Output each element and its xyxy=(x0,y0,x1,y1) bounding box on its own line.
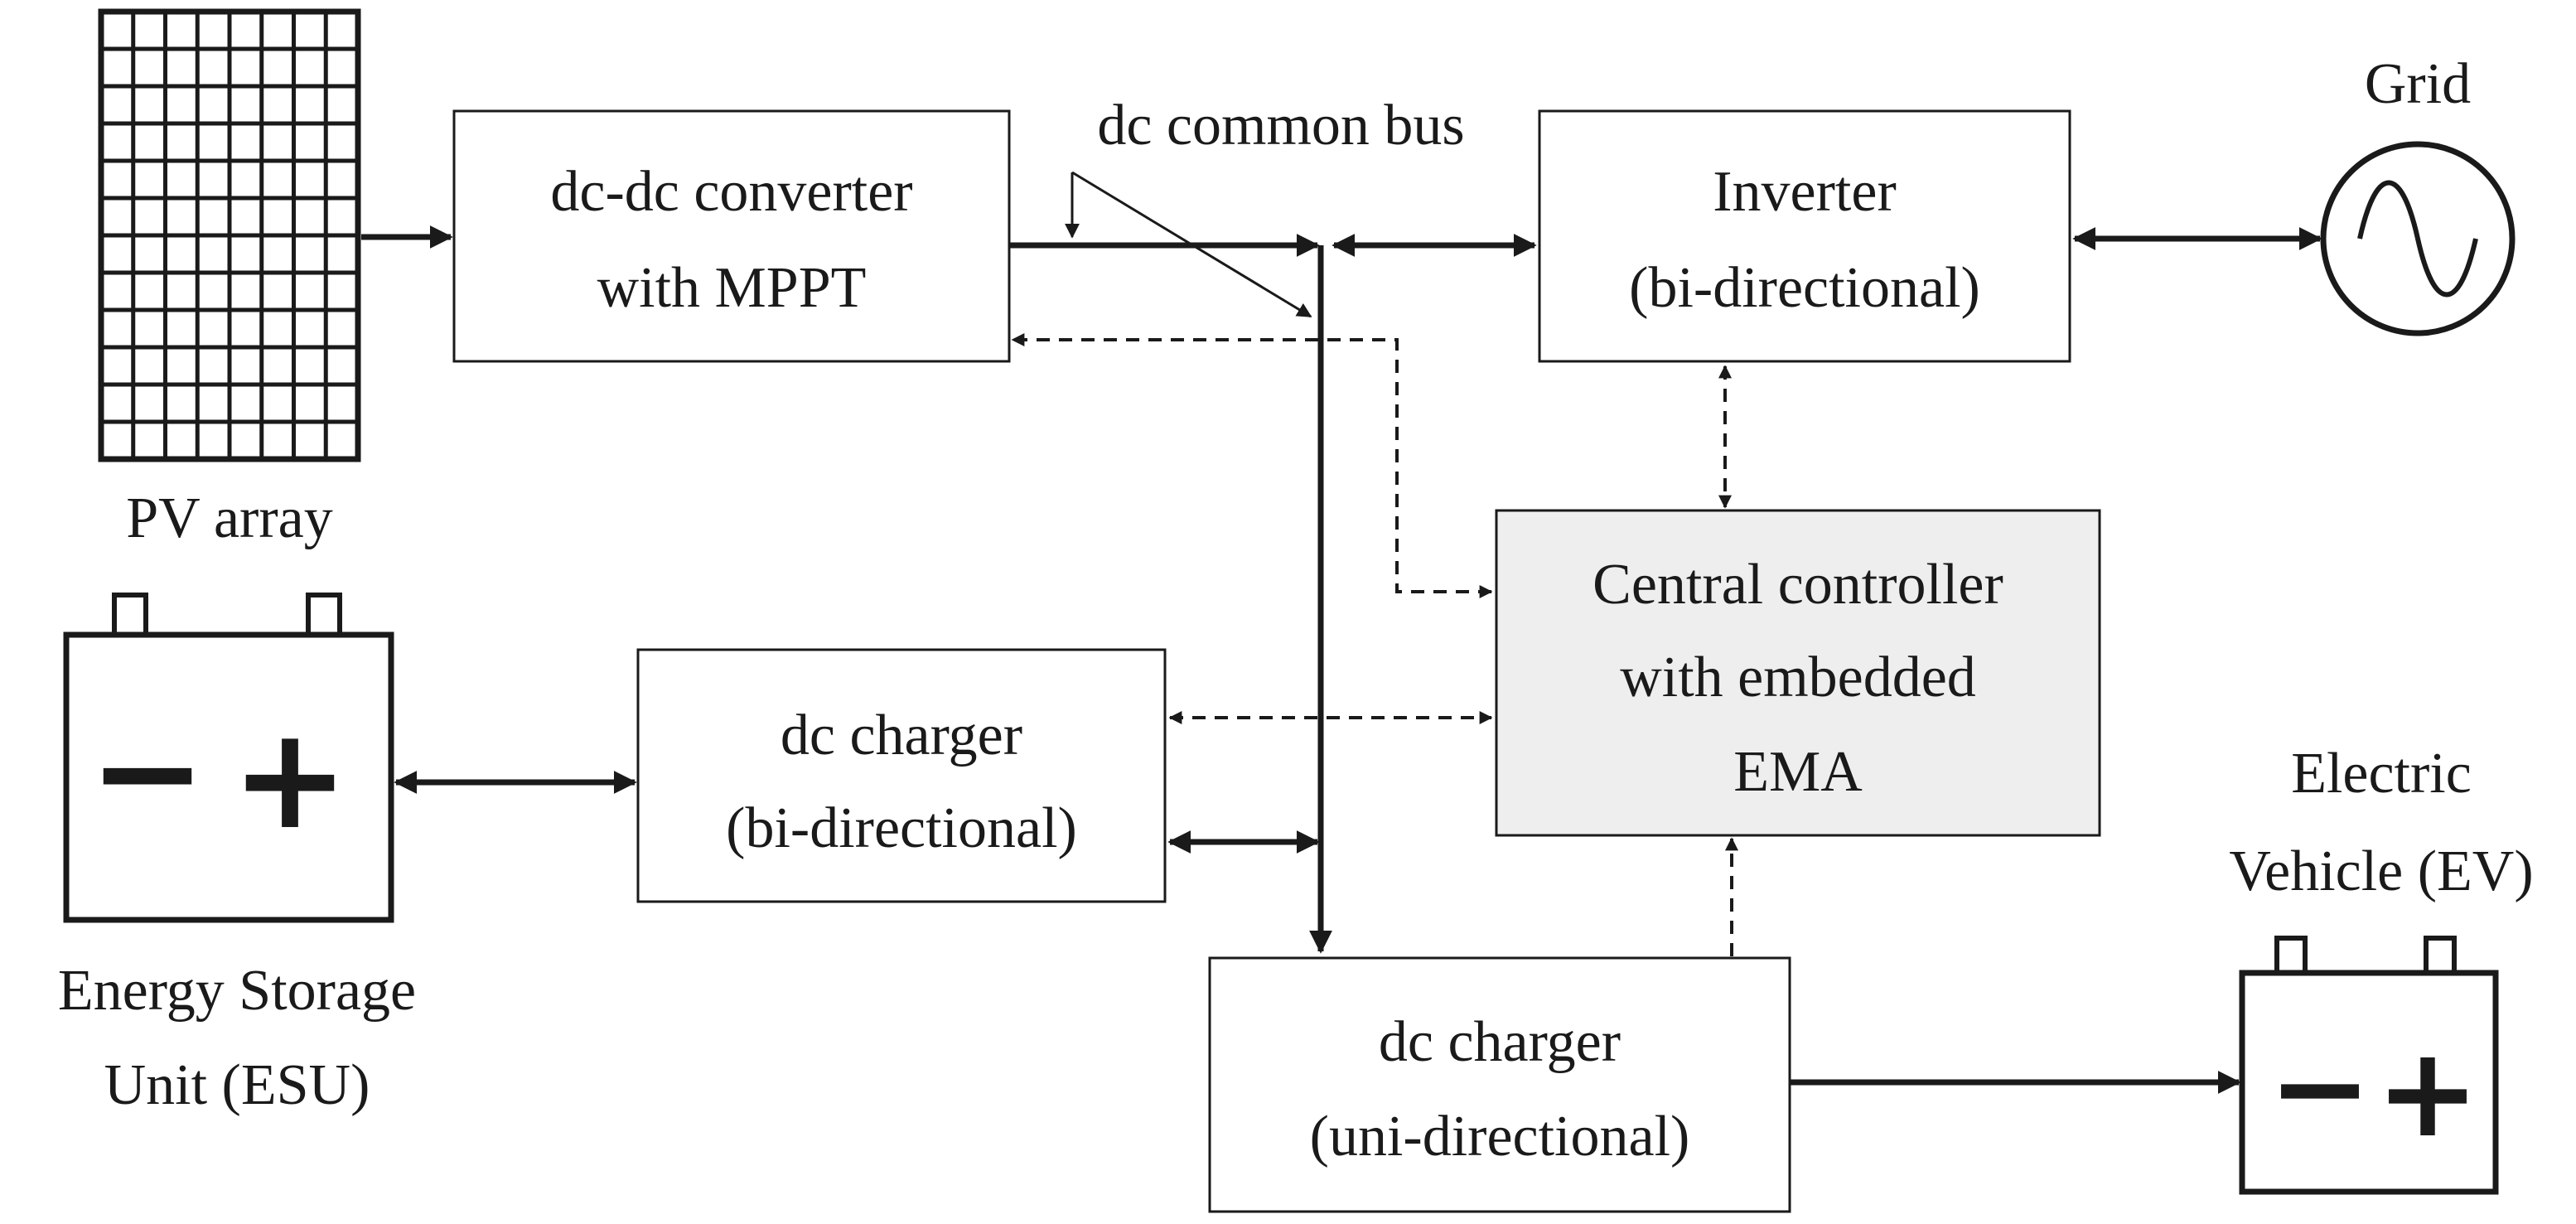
ac-source-icon xyxy=(2320,141,2516,336)
pv-array-icon xyxy=(98,8,361,462)
pv-array-label: PV array xyxy=(126,486,332,550)
esu-label-line1: Energy Storage xyxy=(58,959,416,1023)
dc-common-bus-label: dc common bus xyxy=(1097,94,1464,157)
inverter-label-line2: (bi-directional) xyxy=(1629,256,1980,320)
esu-charger-label-line2: (bi-directional) xyxy=(726,796,1077,860)
grid-label: Grid xyxy=(2365,52,2471,116)
ev-battery-icon: − + xyxy=(2239,936,2499,1195)
inverter-block: Inverter (bi-directional) xyxy=(1538,109,2071,363)
dcdc-converter-label-line1: dc-dc converter xyxy=(550,160,912,224)
ev-label-line2: Vehicle (EV) xyxy=(2229,839,2533,903)
ev-charger-block: dc charger (uni-directional) xyxy=(1208,956,1791,1213)
esu-label-line2: Unit (ESU) xyxy=(104,1053,370,1117)
ev-label-line1: Electric xyxy=(2291,742,2472,806)
controller-dcdc-comm-arrow xyxy=(1011,333,1493,598)
esu-battery-icon: − + xyxy=(63,593,394,923)
ev-minus-icon: − xyxy=(2268,1016,2372,1160)
controller-label-line1: Central controller xyxy=(1592,553,2003,617)
ev-charger-label-line2: (uni-directional) xyxy=(1310,1105,1690,1168)
inverter-label-line1: Inverter xyxy=(1713,160,1897,224)
esu-plus-icon: + xyxy=(231,697,349,861)
controller-label-line3: EMA xyxy=(1733,740,1863,804)
dcdc-converter-label-line2: with MPPT xyxy=(597,256,867,320)
ev-plus-icon: + xyxy=(2375,1021,2480,1165)
central-controller-block: Central controller with embedded EMA xyxy=(1495,509,2101,837)
esu-charger-block: dc charger (bi-directional) xyxy=(636,648,1167,903)
esu-charger-label-line1: dc charger xyxy=(781,704,1022,767)
controller-label-line2: with embedded xyxy=(1620,646,1976,709)
dcdc-converter-block: dc-dc converter with MPPT xyxy=(452,109,1011,363)
esu-minus-icon: − xyxy=(89,690,206,854)
ev-charger-label-line1: dc charger xyxy=(1379,1010,1621,1074)
